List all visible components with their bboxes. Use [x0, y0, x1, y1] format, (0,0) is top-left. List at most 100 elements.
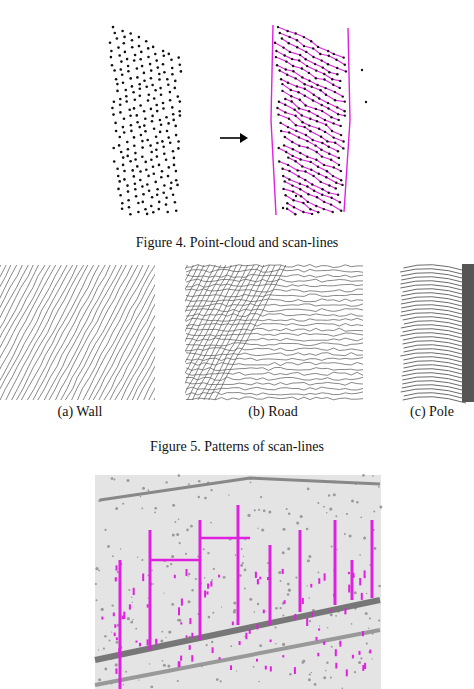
point — [158, 201, 161, 204]
tree-detection — [230, 665, 232, 670]
point — [332, 84, 334, 86]
point — [174, 201, 177, 204]
point — [152, 583, 154, 585]
scan-line — [186, 397, 363, 400]
point — [319, 89, 321, 91]
point — [152, 165, 155, 168]
scan-line — [17, 265, 88, 400]
tree-detection — [323, 641, 325, 645]
point — [146, 183, 149, 186]
point — [148, 489, 150, 491]
point — [330, 159, 332, 161]
point — [128, 109, 131, 112]
point — [304, 126, 306, 128]
point — [168, 53, 171, 56]
panel-label: (b) Road — [248, 404, 297, 420]
point — [308, 72, 310, 74]
point — [134, 183, 137, 186]
point — [121, 202, 124, 205]
point — [216, 678, 219, 681]
point — [154, 512, 156, 514]
point — [136, 114, 139, 117]
point — [98, 570, 100, 572]
point — [379, 505, 382, 508]
point — [332, 211, 334, 213]
point — [302, 202, 304, 204]
point — [123, 170, 126, 173]
tree-detection — [101, 617, 103, 620]
point — [310, 169, 312, 171]
point — [112, 147, 115, 150]
point — [162, 146, 165, 149]
point — [304, 170, 306, 172]
point — [144, 208, 147, 211]
tree-detection — [174, 575, 176, 578]
point — [112, 113, 115, 116]
point — [104, 635, 106, 637]
point — [327, 107, 329, 109]
point — [176, 184, 179, 187]
point — [160, 123, 163, 126]
point — [211, 579, 213, 581]
point — [316, 84, 318, 86]
point — [295, 77, 297, 79]
point — [156, 110, 159, 113]
point — [166, 211, 169, 214]
scan-line — [276, 51, 340, 81]
point — [244, 636, 245, 637]
point — [331, 130, 333, 132]
point — [119, 103, 122, 106]
point — [143, 72, 146, 75]
tree-detection — [318, 628, 320, 630]
point — [309, 208, 311, 210]
point — [298, 59, 300, 61]
point — [307, 193, 309, 195]
point — [288, 131, 290, 133]
point — [174, 87, 177, 90]
point — [135, 628, 137, 630]
point — [323, 201, 325, 203]
point — [98, 678, 101, 681]
point — [258, 509, 260, 511]
edge-line — [344, 28, 350, 212]
point — [244, 569, 247, 572]
point — [328, 153, 330, 155]
point — [311, 183, 313, 185]
point — [286, 202, 288, 204]
point — [210, 522, 212, 524]
point — [374, 547, 377, 550]
point — [123, 131, 126, 134]
point — [321, 110, 323, 112]
point — [332, 122, 334, 124]
point — [170, 563, 172, 565]
point — [321, 142, 323, 144]
point — [134, 158, 137, 161]
point — [160, 93, 163, 96]
point — [178, 619, 181, 622]
point — [113, 100, 116, 103]
point — [95, 567, 98, 570]
point — [275, 643, 277, 645]
point — [116, 167, 119, 170]
point — [149, 63, 152, 66]
point — [358, 661, 361, 664]
scan-line — [186, 299, 363, 302]
point — [161, 170, 164, 173]
tree-detection — [294, 667, 296, 674]
point — [162, 63, 165, 66]
point — [317, 211, 319, 213]
point — [223, 576, 226, 579]
point — [284, 111, 286, 113]
point — [281, 83, 283, 85]
tree-detection — [364, 570, 366, 578]
point — [309, 130, 311, 132]
point — [337, 150, 339, 152]
point — [284, 194, 286, 196]
point — [330, 613, 333, 616]
point — [257, 603, 259, 605]
tree-detection — [232, 622, 234, 626]
point — [172, 119, 175, 122]
point — [306, 65, 308, 67]
point — [295, 32, 297, 34]
point — [342, 95, 344, 97]
